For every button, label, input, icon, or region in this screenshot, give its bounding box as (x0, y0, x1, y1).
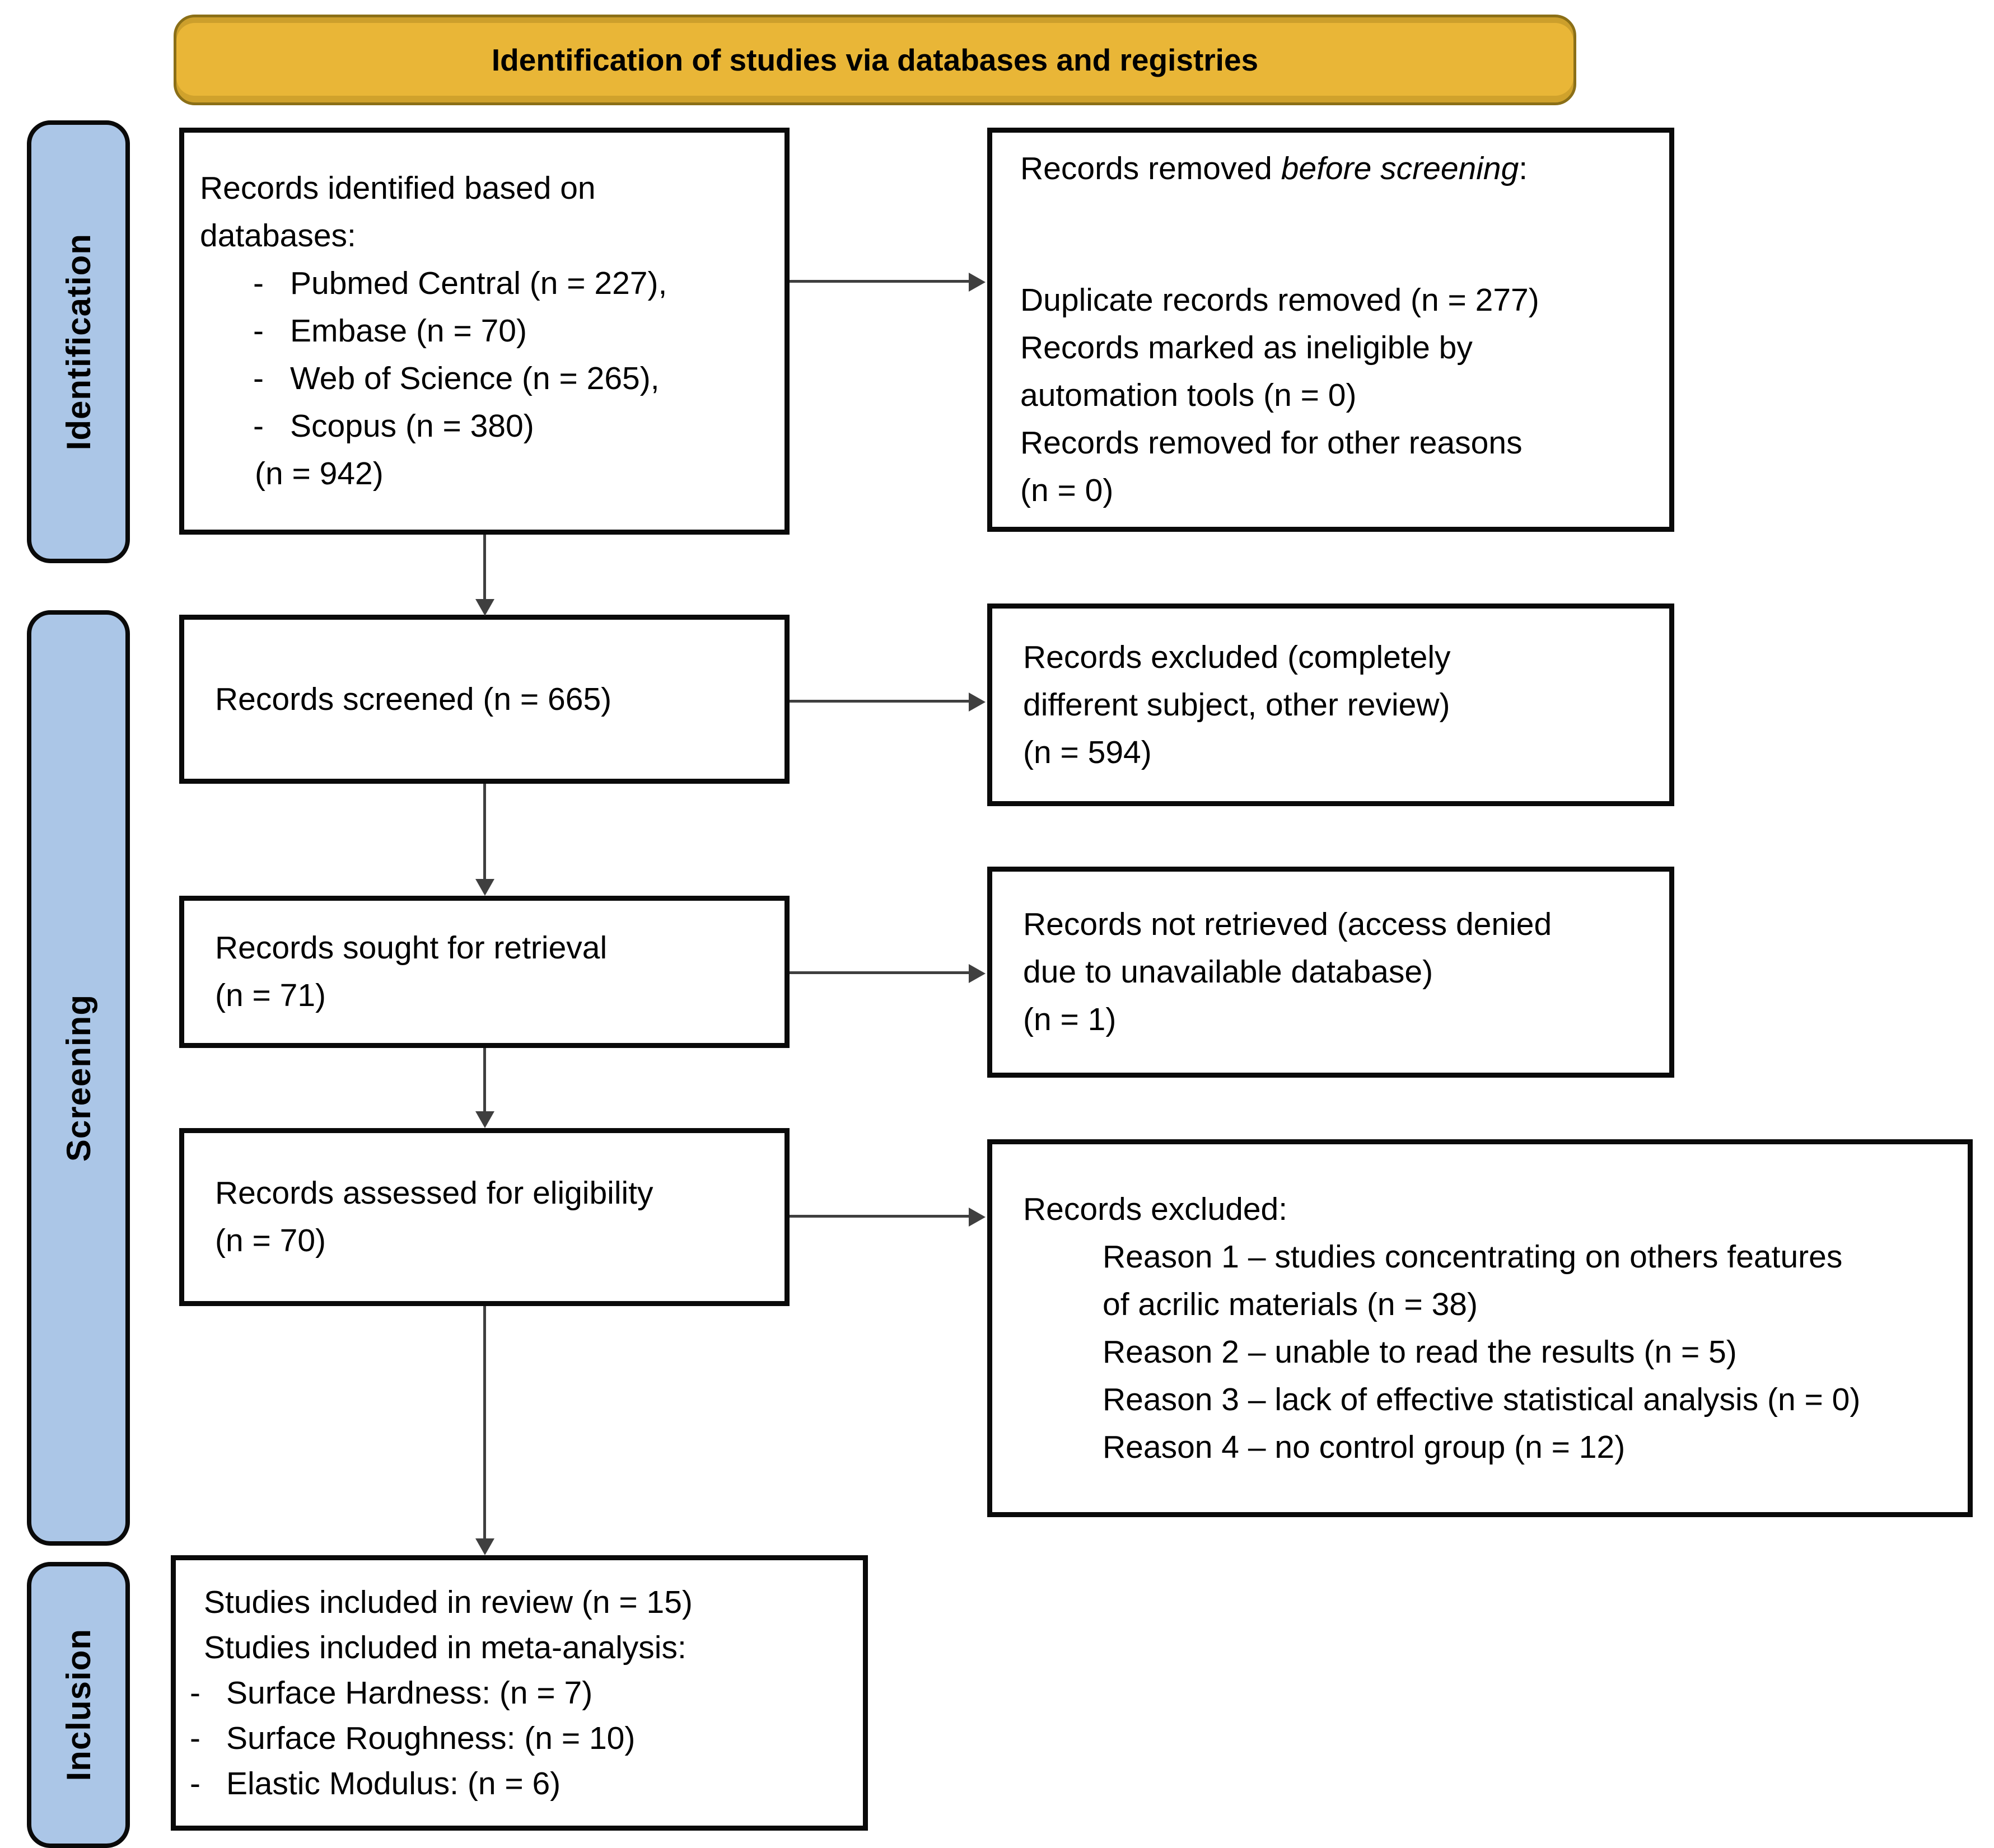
sought-line: (n = 71) (215, 977, 326, 1013)
removed-line: Records removed for other reasons (1020, 425, 1523, 461)
arrowhead-right-icon (969, 273, 986, 292)
meta-analysis-item-label: Elastic Modulus: (n = 6) (226, 1765, 561, 1802)
database-item: - Web of Science (n = 265), (253, 355, 784, 403)
removed-line: automation tools (n = 0) (1020, 377, 1357, 413)
box-records-excluded-screening: Records excluded (completely different s… (987, 603, 1674, 806)
arrowhead-down-icon (475, 879, 494, 896)
database-item: - Scopus (n = 380) (253, 403, 784, 450)
excluded-screening-line: different subject, other review) (1023, 686, 1450, 723)
database-item-label: Web of Science (n = 265), (290, 361, 660, 396)
arrow-assessed-to-excluded-reasons (790, 1215, 969, 1218)
arrow-assessed-to-included (483, 1306, 486, 1538)
stage-label-screening: Screening (59, 994, 97, 1162)
arrow-screened-to-excluded (790, 700, 969, 703)
stage-label-inclusion: Inclusion (59, 1629, 97, 1781)
title-banner: Identification of studies via databases … (174, 15, 1576, 105)
removed-line: Records marked as ineligible by (1020, 330, 1473, 366)
exclusion-reason: Reason 4 – no control group (n = 12) (1103, 1429, 1626, 1465)
database-item: - Pubmed Central (n = 227), (253, 260, 784, 307)
screened-line: Records screened (n = 665) (215, 681, 612, 717)
removed-title-prefix: Records removed (1020, 151, 1281, 186)
meta-analysis-item-label: Surface Roughness: (n = 10) (226, 1720, 636, 1756)
meta-analysis-item-label: Surface Hardness: (n = 7) (226, 1674, 593, 1711)
exclusion-reason: Reason 3 – lack of effective statistical… (1103, 1381, 1861, 1417)
box-records-sought: Records sought for retrieval (n = 71) (179, 896, 790, 1048)
identified-intro-line: Records identified based on (200, 170, 596, 206)
arrowhead-down-icon (475, 1111, 494, 1128)
arrow-identified-to-removed (790, 280, 969, 283)
box-records-assessed: Records assessed for eligibility (n = 70… (179, 1128, 790, 1306)
included-line: Studies included in meta-analysis: (204, 1629, 687, 1665)
removed-title-italic: before screening (1281, 151, 1519, 186)
spacer (1020, 193, 1669, 277)
exclusion-reason: Reason 2 – unable to read the results (n… (1103, 1334, 1737, 1370)
stage-bar-screening: Screening (27, 610, 130, 1546)
excluded-screening-line: (n = 594) (1023, 734, 1152, 770)
bullet-dash: - (190, 1674, 200, 1711)
arrowhead-down-icon (475, 1538, 494, 1555)
box-records-screened: Records screened (n = 665) (179, 615, 790, 784)
bullet-dash: - (190, 1720, 200, 1756)
assessed-line: (n = 70) (215, 1223, 326, 1258)
stage-bar-inclusion: Inclusion (27, 1562, 130, 1848)
removed-title: Records removed before screening: (1020, 145, 1669, 193)
excluded-screening-line: Records excluded (completely (1023, 639, 1451, 675)
meta-analysis-item: - Surface Hardness: (n = 7) (190, 1671, 863, 1716)
diagram-title: Identification of studies via databases … (491, 43, 1259, 77)
box-records-removed-before-screening: Records removed before screening: Duplic… (987, 128, 1674, 532)
box-records-not-retrieved: Records not retrieved (access denied due… (987, 867, 1674, 1078)
arrowhead-right-icon (969, 693, 986, 712)
bullet-dash: - (190, 1765, 200, 1802)
arrow-sought-to-not-retrieved (790, 971, 969, 974)
arrowhead-right-icon (969, 964, 986, 983)
identified-intro-line: databases: (200, 218, 356, 254)
database-item-label: Pubmed Central (n = 227), (290, 265, 667, 301)
excluded-reasons-title: Records excluded: (1023, 1191, 1288, 1227)
exclusion-reason-continuation: of acrilic materials (n = 38) (1103, 1286, 1478, 1322)
not-retrieved-line: due to unavailable database) (1023, 954, 1433, 990)
box-records-identified: Records identified based on databases: -… (179, 128, 790, 535)
identified-total: (n = 942) (255, 456, 384, 492)
exclusion-reason: Reason 1 – studies concentrating on othe… (1103, 1238, 1843, 1275)
assessed-line: Records assessed for eligibility (215, 1175, 653, 1211)
meta-analysis-item: - Surface Roughness: (n = 10) (190, 1716, 863, 1761)
sought-line: Records sought for retrieval (215, 930, 608, 966)
bullet-dash: - (253, 313, 264, 349)
included-line: Studies included in review (n = 15) (204, 1584, 693, 1620)
box-studies-included: Studies included in review (n = 15) Stud… (171, 1555, 868, 1831)
box-records-excluded-reasons: Records excluded: Reason 1 – studies con… (987, 1139, 1973, 1517)
bullet-dash: - (253, 265, 264, 301)
stage-label-identification: Identification (59, 233, 97, 451)
bullet-dash: - (253, 408, 264, 444)
bullet-dash: - (253, 361, 264, 396)
arrow-identified-to-screened (483, 535, 486, 599)
arrow-screened-to-sought (483, 784, 486, 879)
not-retrieved-line: (n = 1) (1023, 1002, 1117, 1037)
database-item-label: Scopus (n = 380) (290, 408, 534, 444)
meta-analysis-item: - Elastic Modulus: (n = 6) (190, 1761, 863, 1807)
arrow-sought-to-assessed (483, 1048, 486, 1111)
not-retrieved-line: Records not retrieved (access denied (1023, 906, 1552, 942)
stage-bar-identification: Identification (27, 120, 130, 563)
database-item-label: Embase (n = 70) (290, 313, 527, 349)
removed-title-suffix: : (1519, 151, 1528, 186)
database-item: - Embase (n = 70) (253, 307, 784, 355)
removed-line: (n = 0) (1020, 472, 1114, 508)
arrowhead-right-icon (969, 1208, 986, 1227)
removed-line: Duplicate records removed (n = 277) (1020, 282, 1539, 318)
arrowhead-down-icon (475, 599, 494, 616)
